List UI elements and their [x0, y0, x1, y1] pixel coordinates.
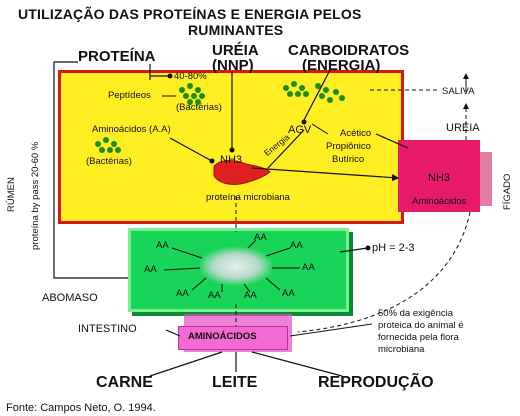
diagram-title-line1: UTILIZAÇÃO DAS PROTEÍNAS E ENERGIA PELOS [18, 6, 362, 22]
peptides-label: Peptídeos [108, 90, 151, 101]
liver-box [398, 140, 480, 212]
butyric-label: Butírico [332, 154, 365, 165]
bacteria-label-2: (Bactérias) [86, 156, 132, 167]
diagram-title-line2: RUMINANTES [188, 22, 284, 38]
saliva-label: SALIVA [442, 86, 475, 97]
abomasum-label: ABOMASO [42, 292, 98, 304]
source-note: Fonte: Campos Neto, O. 1994. [6, 402, 156, 414]
amino-acids-label: Aminoácidos (A.A) [92, 124, 171, 135]
agv-label: AGV [288, 124, 312, 136]
bypass-label: proteína by pass 20-60 % [30, 141, 41, 250]
bacteria-cluster-3 [283, 81, 345, 103]
carbs-to-agv [303, 69, 331, 121]
intestine-amino-label: AMINOÁCIDOS [188, 331, 257, 342]
abomasum-cloud [198, 246, 274, 286]
aa-label: AA [176, 288, 189, 299]
nh3-to-liver [251, 167, 400, 182]
output-milk: LEITE [212, 374, 258, 391]
agv-energy-line [267, 129, 305, 169]
output-meat: CARNE [96, 374, 153, 391]
intestine-label: INTESTINO [78, 323, 137, 335]
note-line-1: 50% da exigência [378, 308, 453, 319]
to-reproducao [251, 351, 343, 377]
note-line-4: microbiana [378, 344, 425, 355]
aa-label: AA [144, 264, 157, 275]
urea-label: URÉIA [212, 42, 259, 59]
energy-input-label: (ENERGIA) [302, 57, 381, 74]
aa-to-nh3 [169, 137, 211, 161]
liver-label: FÍGADO [502, 173, 513, 210]
degradation-percent: 40-80% [174, 71, 207, 82]
aa-label: AA [302, 262, 315, 273]
note-line-3: fornecida pela flora [378, 332, 459, 343]
aa-label: AA [254, 232, 267, 243]
urea-recycle-label: URÉIA [446, 122, 480, 134]
ph-label: pH = 2-3 [372, 242, 415, 254]
bypass-line [53, 61, 128, 279]
aa-label: AA [156, 240, 169, 251]
bacteria-cluster-2 [95, 137, 121, 153]
carbs-label: CARBOIDRATOS [288, 42, 410, 59]
liver-amino-label: Aminoácidos [412, 196, 467, 207]
bacteria-label-1: (Bactérias) [176, 102, 222, 113]
nnp-label: (NNP) [212, 57, 254, 74]
output-reproduction: REPRODUÇÃO [318, 374, 434, 391]
aa-label: AA [244, 290, 257, 301]
bacteria-cluster-1 [179, 83, 205, 105]
rumen-box [58, 70, 404, 224]
microbial-protein-label: proteína microbiana [206, 192, 290, 203]
aa-label: AA [290, 240, 303, 251]
propionic-label: Propiônico [326, 141, 371, 152]
microbial-protein-blob [213, 160, 271, 185]
aa-label: AA [282, 288, 295, 299]
intestine-box [178, 326, 288, 350]
note-line-2: proteica do animal é [378, 320, 464, 331]
nh3-rumen-label: NH3 [220, 154, 243, 166]
acetic-label: Acético [340, 128, 372, 139]
liver-nh3-label: NH3 [428, 172, 451, 184]
to-carne [149, 351, 223, 377]
protein-label: PROTEÍNA [78, 48, 156, 65]
rumen-label: RÚMEN [6, 177, 17, 212]
aa-label: AA [208, 290, 221, 301]
